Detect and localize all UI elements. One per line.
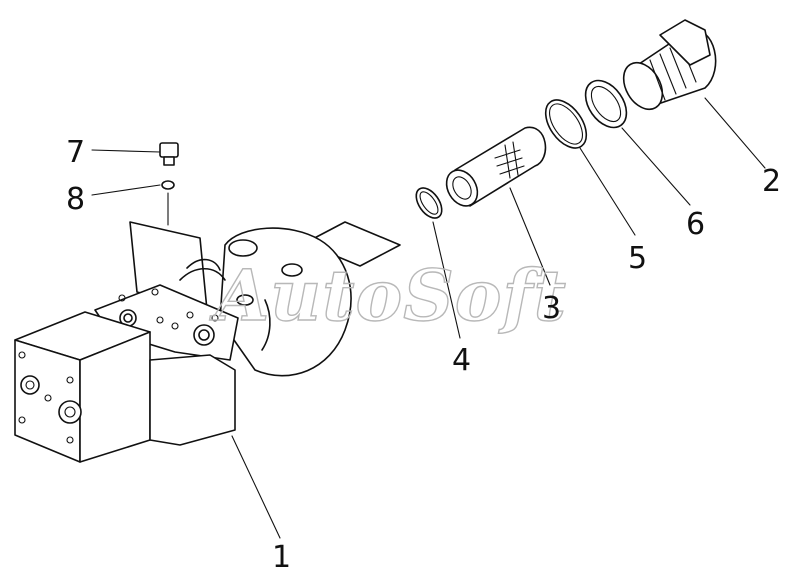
guide-plane [129, 221, 401, 311]
part-1-valve-body [14, 227, 352, 463]
callout-7: 7 [66, 135, 85, 170]
callout-1: 1 [272, 540, 291, 575]
leader-lines [91, 97, 766, 539]
part-8-ring [161, 180, 175, 190]
callout-3: 3 [542, 291, 561, 326]
part-3-filter [445, 126, 547, 207]
part-5-oring [544, 99, 588, 149]
callout-2: 2 [762, 164, 781, 199]
callout-5: 5 [628, 241, 647, 276]
callout-8: 8 [66, 182, 85, 217]
callout-4: 4 [452, 343, 471, 378]
watermark-text: AutoSoft [209, 254, 567, 337]
callout-numbers: 1 2 3 4 5 6 7 8 [66, 135, 781, 575]
part-6-backup-ring [584, 79, 628, 129]
part-2-plug [622, 19, 717, 111]
part-4-oring [415, 187, 443, 219]
part-7-bolt [159, 142, 179, 166]
callout-6: 6 [686, 207, 705, 242]
